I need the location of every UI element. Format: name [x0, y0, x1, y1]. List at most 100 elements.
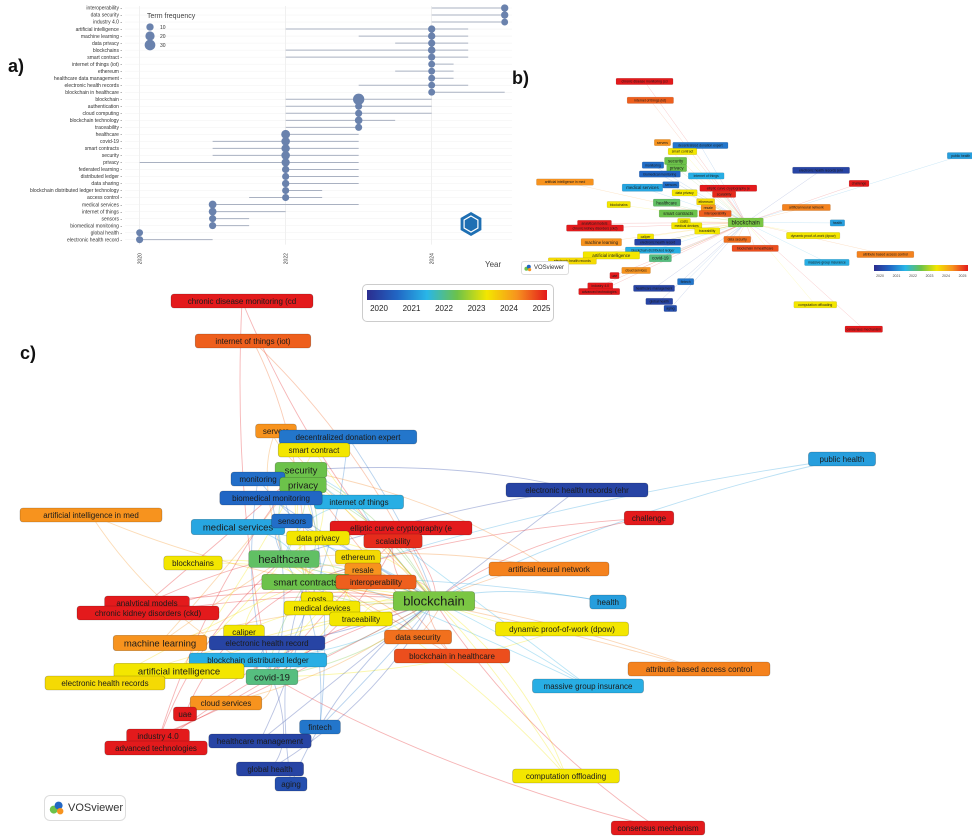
- node-label-security: security: [285, 465, 318, 476]
- panel-label-b: b): [512, 68, 529, 88]
- node-label-blockchain-in-healthcare: blockchain in healthcare: [409, 652, 495, 661]
- overview-node-label-health: health: [833, 221, 842, 225]
- overview-node-uae: [609, 272, 620, 279]
- term-point-electronic-health-record: [136, 236, 144, 244]
- overview-node-label-aging: aging: [666, 307, 674, 311]
- overview-node-label-healthcare: healthcare: [656, 200, 677, 205]
- overview-node-smart-contract: [667, 148, 698, 155]
- term-point-data-privacy: [428, 39, 436, 47]
- overview-node-biomedical-monitoring: [639, 170, 681, 178]
- node-label-aging: aging: [281, 780, 301, 789]
- node-health: [589, 594, 627, 610]
- term-point-biomedical-monitoring: [209, 222, 217, 230]
- term-point-data-security: [501, 11, 509, 19]
- node-label-machine-learning: machine learning: [124, 638, 196, 649]
- overview-node-label-elliptic-curve-cryptography-e: elliptic curve cryptography (e: [707, 186, 750, 190]
- node-label-global-health: global health: [247, 765, 292, 774]
- term-point-authentication: [355, 102, 363, 110]
- network-link: [225, 600, 435, 704]
- node-label-data-security: data security: [395, 633, 440, 642]
- hex-shape: [460, 212, 482, 236]
- panel-label-a: a): [8, 56, 25, 76]
- overview-node-label-attribute-based-access-control: attribute based access control: [863, 253, 908, 257]
- overview-link: [675, 160, 746, 223]
- node-aging: [274, 776, 308, 792]
- term-label-internet-of-things: internet of things -: [82, 209, 122, 215]
- overview-node-advanced-technologies: [578, 288, 620, 295]
- node-label-costs: costs: [308, 595, 327, 604]
- term-label-access-control: access control -: [87, 195, 122, 201]
- node-blockchains: [163, 555, 223, 571]
- overview-link: [594, 222, 746, 224]
- overview-node-label-medical-services: medical services: [626, 185, 659, 190]
- network-link: [271, 436, 349, 678]
- x-axis-label: Year: [485, 260, 502, 269]
- overview-node-label-artificial-intelligence: artificial intelligence: [592, 253, 631, 258]
- node-label-blockchain: blockchain: [403, 594, 464, 609]
- overview-node-label-resale: resale: [704, 206, 713, 210]
- term-label-electronic-health-record: electronic health record -: [67, 237, 122, 243]
- vosviewer-text: VOSviewer: [68, 802, 124, 814]
- node-cloud-services: [189, 695, 263, 711]
- overview-node-label-analytical-models: analytical models: [581, 222, 607, 226]
- network-link: [300, 469, 550, 570]
- network-link: [269, 676, 284, 770]
- node-label-chronic-kidney-disorders-ckd: chronic kidney disorders (ckd): [95, 609, 202, 618]
- network-link: [90, 514, 435, 602]
- node-dynamic-proof-of-work-dpow: [495, 621, 629, 637]
- term-label-blockchain: blockchain -: [95, 97, 122, 103]
- overview-node-label-monitoring: monitoring: [645, 163, 661, 167]
- network-link: [283, 558, 589, 687]
- overview-node-label-chronic-kidney-disorders-ckd: chronic kidney disorders (ckd): [572, 226, 617, 230]
- overview-node-monitoring: [641, 161, 664, 169]
- overview-link: [662, 142, 746, 223]
- term-point-blockchain: [353, 93, 365, 105]
- overview-node-decentralized-donation-expert: [672, 142, 729, 149]
- node-label-medical-services: medical services: [203, 522, 273, 533]
- legend-point-20: [145, 31, 155, 41]
- term-point-covid-19: [281, 137, 290, 146]
- term-point-traceability: [355, 123, 363, 131]
- overview-node-cloud-services: [621, 267, 651, 274]
- overview-node-label-internet-of-things-iot: internet of things (iot): [634, 98, 666, 102]
- overview-node-consensus-mechanism: [844, 325, 883, 333]
- mini-colorbar-gradient: [874, 265, 968, 271]
- term-point-interoperability: [501, 4, 509, 12]
- node-label-medical-devices: medical devices: [294, 604, 351, 613]
- term-label-data-privacy: data privacy -: [92, 41, 122, 47]
- colorbar-tick-2024: 2024: [500, 304, 518, 313]
- overview-link: [745, 222, 864, 330]
- overview-node-label-ethereum: ethereum: [699, 200, 713, 204]
- node-covid-19: [245, 668, 299, 686]
- x-tick-label-2024: 2024: [430, 253, 436, 264]
- term-label-covid-19: covid-19 -: [100, 139, 122, 145]
- term-label-medical-services: medical services -: [82, 202, 122, 208]
- vosviewer-logo-small: VOSviewer: [521, 261, 569, 275]
- node-label-health: health: [597, 598, 619, 607]
- overview-node-label-smart-contract: smart contract: [672, 150, 694, 154]
- node-electronic-health-record: [208, 635, 326, 651]
- overview-node-label-biomedical-monitoring: biomedical monitoring: [643, 172, 676, 176]
- overview-node-label-global-health: global health: [650, 300, 669, 304]
- term-point-blockchains: [427, 46, 436, 54]
- overview-node-label-fintech: fintech: [681, 280, 691, 284]
- node-label-massive-group-insurance: massive group insurance: [544, 682, 633, 691]
- mini-colorbar-tick-2021: 2021: [892, 274, 901, 278]
- overview-node-medical-services: [621, 183, 663, 192]
- network-link: [290, 600, 435, 785]
- overview-node-internet-of-things-iot: [626, 96, 674, 104]
- node-label-covid-19: covid-19: [254, 672, 290, 683]
- node-label-ethereum: ethereum: [341, 553, 375, 562]
- overview-node-label-machine-learning: machine learning: [585, 240, 619, 245]
- term-point-healthcare: [281, 129, 291, 139]
- legend-label-10: 10: [160, 25, 166, 31]
- colorbar-tick-2023: 2023: [467, 304, 486, 313]
- overview-node-label-medical-devices: medical devices: [675, 224, 699, 228]
- node-label-decentralized-donation-expert: decentralized donation expert: [296, 433, 402, 442]
- overview-link: [745, 170, 822, 223]
- node-challenge: [623, 510, 675, 526]
- network-link: [252, 340, 435, 602]
- node-data-security: [384, 629, 452, 645]
- mini-colorbar-tick-2024: 2024: [942, 274, 950, 278]
